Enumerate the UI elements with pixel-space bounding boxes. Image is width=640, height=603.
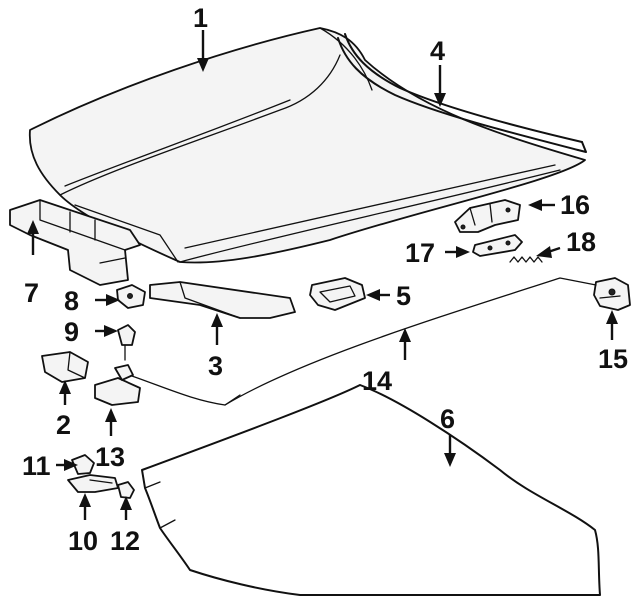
callout-18: 18 bbox=[566, 227, 596, 257]
bracket-2 bbox=[41, 351, 89, 383]
fastener-9 bbox=[117, 324, 136, 361]
callout-11: 11 bbox=[22, 451, 51, 481]
callout-8: 8 bbox=[64, 286, 79, 316]
callout-14: 14 bbox=[362, 366, 392, 396]
callout-12: 12 bbox=[110, 526, 140, 556]
hinge-spring bbox=[509, 256, 543, 263]
callout-5: 5 bbox=[396, 281, 411, 311]
callout-4: 4 bbox=[430, 36, 445, 66]
callout-9: 9 bbox=[64, 317, 79, 347]
callout-3: 3 bbox=[208, 351, 223, 381]
grommet-12 bbox=[117, 481, 135, 499]
hood-hinge bbox=[454, 199, 521, 233]
hood-weatherstrip bbox=[337, 33, 587, 153]
leader-lines bbox=[27, 30, 618, 520]
callout-labels: 1 2 3 4 5 6 7 8 9 10 11 12 13 14 15 16 1… bbox=[22, 3, 628, 556]
callout-16: 16 bbox=[560, 190, 590, 220]
latch-support-bracket bbox=[9, 199, 141, 286]
callout-7: 7 bbox=[24, 278, 39, 308]
clip-8 bbox=[116, 284, 146, 309]
callout-10: 10 bbox=[68, 526, 98, 556]
release-cable bbox=[119, 277, 597, 406]
hood-latch bbox=[593, 277, 631, 311]
callout-13: 13 bbox=[95, 442, 125, 472]
release-handle-10 bbox=[67, 474, 119, 493]
callout-6: 6 bbox=[440, 404, 455, 434]
callout-2: 2 bbox=[56, 410, 71, 440]
callout-17: 17 bbox=[405, 238, 435, 268]
release-lever-housing bbox=[94, 364, 141, 406]
release-handle bbox=[309, 277, 366, 311]
callout-1: 1 bbox=[193, 3, 208, 33]
hood-insulator bbox=[141, 384, 601, 596]
hood-support-brace bbox=[149, 281, 296, 319]
callout-15: 15 bbox=[598, 344, 628, 374]
hinge-strap bbox=[472, 234, 523, 257]
knob-11 bbox=[71, 454, 95, 475]
